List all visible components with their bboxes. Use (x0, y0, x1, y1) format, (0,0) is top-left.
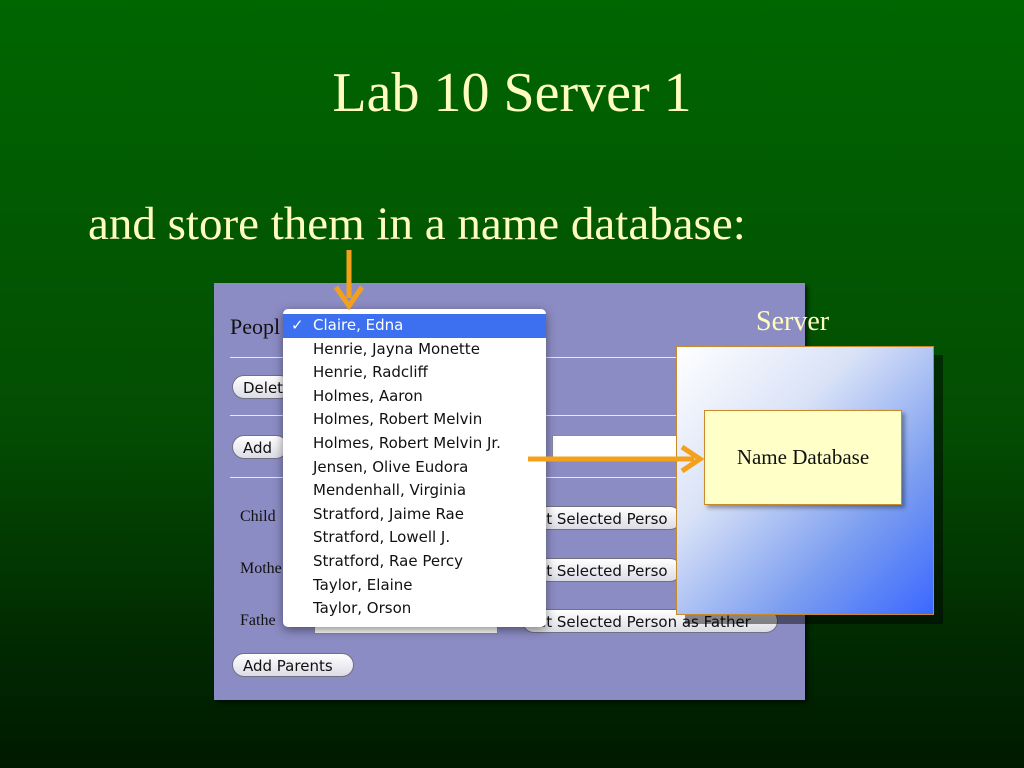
down-arrow-icon (333, 250, 365, 311)
name-database-box: Name Database (704, 410, 902, 505)
delete-button[interactable]: Delet (232, 375, 292, 399)
dropdown-item-label: Taylor, Orson (313, 599, 412, 618)
add-parents-button[interactable]: Add Parents (232, 653, 354, 677)
dropdown-item[interactable]: Henrie, Jayna Monette (283, 338, 546, 362)
dropdown-item[interactable]: Jensen, Olive Eudora (283, 456, 546, 480)
name-database-label: Name Database (736, 445, 870, 469)
dropdown-item-label: Stratford, Jaime Rae (313, 504, 464, 523)
dropdown-item[interactable]: Henrie, Radcliff (283, 361, 546, 385)
father-label: Fathe (240, 612, 276, 629)
dropdown-item[interactable]: Mendenhall, Virginia (283, 479, 546, 503)
dropdown-item[interactable]: Stratford, Lowell J. (283, 526, 546, 550)
slide-subtitle: and store them in a name database: (88, 198, 746, 250)
dropdown-item[interactable]: Stratford, Jaime Rae (283, 503, 546, 527)
dropdown-item-label: Holmes, Robert Melvin (313, 410, 483, 429)
dropdown-item-label: Stratford, Rae Percy (313, 551, 464, 570)
slide-title: Lab 10 Server 1 (332, 62, 692, 124)
dropdown-item[interactable]: Holmes, Aaron (283, 385, 546, 409)
dropdown-item[interactable]: Stratford, Rae Percy (283, 550, 546, 574)
dropdown-item[interactable]: ✓ Claire, Edna (283, 314, 546, 338)
child-label: Child (240, 508, 276, 525)
set-mother-button[interactable]: et Selected Perso (522, 558, 682, 582)
dropdown-item-label: Taylor, Elaine (313, 575, 413, 594)
dropdown-item-label: Holmes, Robert Melvin Jr. (313, 433, 501, 452)
dropdown-item[interactable]: Taylor, Orson (283, 597, 546, 621)
right-arrow-icon (528, 444, 705, 474)
dropdown-item-label: Henrie, Radcliff (313, 363, 428, 382)
dropdown-item-label: Stratford, Lowell J. (313, 528, 451, 547)
dropdown-item-label: Holmes, Aaron (313, 386, 423, 405)
add-button[interactable]: Add (232, 435, 288, 459)
checkmark-icon: ✓ (291, 316, 304, 334)
dropdown-item[interactable]: Holmes, Robert Melvin Jr. (283, 432, 546, 456)
dropdown-item-label: Henrie, Jayna Monette (313, 339, 480, 358)
dropdown-item-label: Jensen, Olive Eudora (313, 457, 469, 476)
people-label: Peopl (230, 314, 281, 339)
name-input[interactable] (552, 435, 684, 459)
mother-label: Mothe (240, 560, 282, 577)
set-father-button[interactable]: et Selected Person as Father (522, 609, 778, 633)
dropdown-item[interactable]: Taylor, Elaine (283, 574, 546, 598)
dropdown-item[interactable]: Holmes, Robert Melvin (283, 408, 546, 432)
server-label: Server (756, 306, 830, 337)
dropdown-item-label: Mendenhall, Virginia (313, 481, 467, 500)
dropdown-item-label: Claire, Edna (313, 316, 404, 334)
